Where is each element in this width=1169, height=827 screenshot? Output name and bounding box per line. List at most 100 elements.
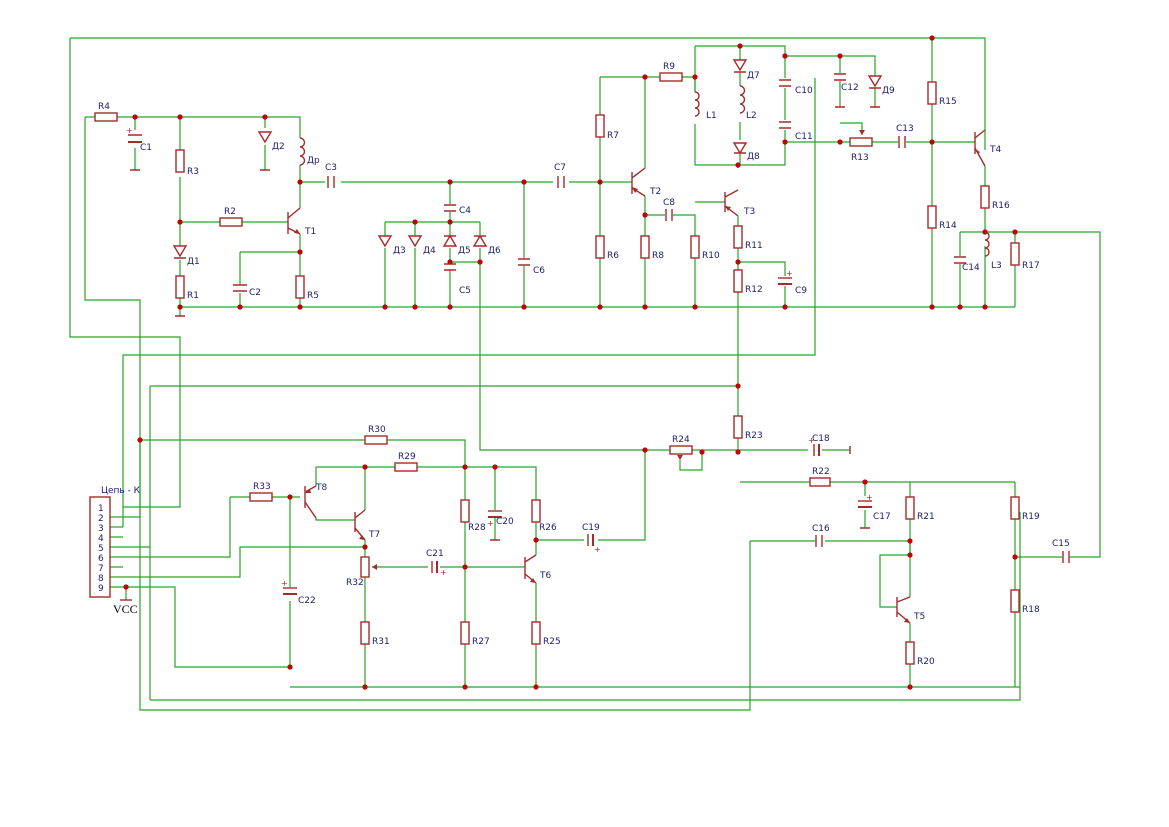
label-r6: R6	[607, 251, 619, 261]
svg-text:+: +	[487, 519, 494, 528]
label-r9: R9	[663, 62, 675, 72]
svg-text:+: +	[786, 269, 793, 278]
label-r32: R32	[346, 578, 364, 588]
label-r19: R19	[1022, 512, 1040, 522]
label-r18: R18	[1022, 605, 1040, 615]
label-t3: T3	[743, 207, 755, 217]
connector-pin: 6	[98, 554, 104, 564]
label-c22: C22	[298, 596, 316, 606]
svg-text:+: +	[440, 568, 447, 577]
junction-dots	[123, 35, 1018, 690]
label-r2: R2	[224, 207, 236, 217]
label-l1: L1	[706, 111, 717, 121]
label-c1: C1	[140, 143, 152, 153]
component-labels: R1 R2 R3 R4 R5 R6 R7 R8 R9 R10 R11 R12 R…	[98, 62, 1070, 667]
label-d7: Д7	[747, 71, 760, 81]
svg-text:+: +	[594, 545, 601, 554]
label-r16: R16	[992, 201, 1010, 211]
label-c9: C9	[795, 286, 807, 296]
label-r23: R23	[745, 431, 763, 441]
diodes	[172, 59, 883, 259]
svg-text:+: +	[866, 493, 873, 502]
label-t5: T5	[913, 612, 925, 622]
label-r3: R3	[187, 167, 199, 177]
label-r27: R27	[472, 637, 490, 647]
label-c2: C2	[249, 288, 261, 298]
label-r15: R15	[939, 97, 957, 107]
label-d4: Д4	[423, 246, 436, 256]
polarity-marks: + + + + + + + +	[126, 126, 873, 588]
label-c18: C18	[812, 434, 830, 444]
label-d6: Д6	[488, 246, 501, 256]
label-r33: R33	[253, 482, 271, 492]
label-r10: R10	[702, 251, 720, 261]
label-r7: R7	[607, 131, 619, 141]
connector-pin: 2	[98, 514, 104, 524]
label-r25: R25	[543, 637, 561, 647]
label-r4: R4	[98, 102, 110, 112]
label-d8: Д8	[747, 152, 760, 162]
label-c13: C13	[896, 124, 914, 134]
label-r22: R22	[812, 467, 830, 477]
label-d2: Д2	[272, 142, 285, 152]
label-c10: C10	[795, 86, 813, 96]
label-d5: Д5	[458, 246, 471, 256]
label-t6: T6	[539, 571, 551, 581]
label-r8: R8	[652, 251, 664, 261]
label-d9: Д9	[882, 86, 895, 96]
label-c12: C12	[841, 83, 859, 93]
label-r5: R5	[307, 291, 319, 301]
label-r21: R21	[917, 512, 935, 522]
connector-pin: 9	[98, 584, 104, 594]
label-c17: C17	[873, 512, 891, 522]
label-l2: L2	[746, 111, 757, 121]
label-r28: R28	[468, 523, 486, 533]
label-r14: R14	[939, 221, 957, 231]
svg-text:+: +	[808, 436, 815, 445]
label-t4: T4	[989, 145, 1001, 155]
vcc-label: VCC	[113, 602, 138, 616]
label-r31: R31	[372, 637, 390, 647]
label-t2: T2	[649, 187, 661, 197]
label-d1: Д1	[187, 257, 200, 267]
label-l3: L3	[991, 261, 1002, 271]
connector-title: Цепь - К	[101, 486, 141, 496]
label-c19: C19	[582, 523, 600, 533]
label-r24: R24	[672, 435, 690, 445]
label-c3: C3	[325, 163, 337, 173]
label-r17: R17	[1022, 261, 1040, 271]
transistors	[287, 129, 986, 624]
label-c15: C15	[1052, 539, 1070, 549]
connector-block: Цепь - К 1 2 3 4 5 6 7 8 9 VCC	[89, 486, 141, 616]
label-r11: R11	[745, 241, 763, 251]
label-r30: R30	[368, 425, 386, 435]
wires	[69, 37, 1101, 711]
connector-pin: 5	[98, 544, 104, 554]
label-r20: R20	[917, 657, 935, 667]
svg-text:+: +	[281, 579, 288, 588]
label-r13: R13	[851, 153, 869, 163]
label-c16: C16	[812, 524, 830, 534]
connector-pin: 7	[98, 564, 104, 574]
label-c14: C14	[962, 263, 980, 273]
label-c4: C4	[459, 206, 471, 216]
svg-text:+: +	[126, 126, 133, 135]
label-r29: R29	[398, 452, 416, 462]
label-r1: R1	[187, 291, 199, 301]
label-choke: Др	[307, 156, 320, 166]
label-t8: T8	[315, 483, 327, 493]
label-c5: C5	[459, 286, 471, 296]
resistors	[94, 72, 1020, 665]
ground-symbols	[130, 106, 880, 541]
connector-pin: 8	[98, 574, 104, 584]
label-c7: C7	[554, 163, 566, 173]
label-r26: R26	[539, 523, 557, 533]
label-c8: C8	[663, 198, 675, 208]
label-t1: T1	[304, 227, 316, 237]
label-r12: R12	[745, 285, 763, 295]
label-c11: C11	[795, 132, 813, 142]
connector-pin: 3	[98, 524, 104, 534]
label-d3: Д3	[393, 246, 406, 256]
connector-pin: 1	[98, 504, 104, 514]
